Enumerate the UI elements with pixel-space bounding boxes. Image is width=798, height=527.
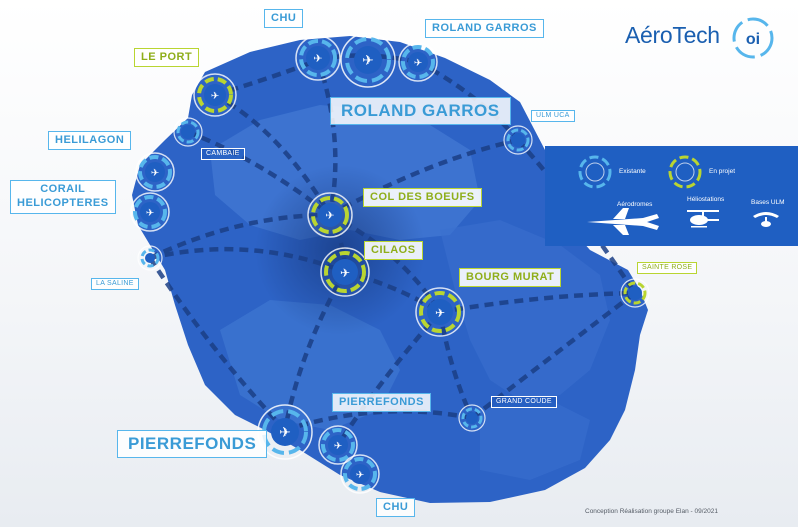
- relief-area: [480, 395, 590, 480]
- relief-area: [440, 220, 610, 400]
- helipad-le-port-project[interactable]: ✈: [193, 73, 237, 117]
- svg-text:✈: ✈: [435, 306, 445, 320]
- label-bourg-murat: BOURG MURAT: [459, 268, 562, 287]
- legend-panel: Existante En projet Aérodromes Héliostat…: [545, 146, 798, 246]
- label-chu-south: CHU: [376, 498, 416, 517]
- label-col-des-boeufs: COL DES BOEUFS: [363, 188, 482, 207]
- logo-mark-text: oi: [746, 31, 760, 48]
- legend-existing-label: Existante: [619, 168, 646, 175]
- label-corail-helicopteres: CORAIL HELICOPTERES: [10, 180, 116, 214]
- legend-heliports-label: Héliostations: [687, 196, 725, 203]
- aerodrome-roland-garros[interactable]: ✈: [340, 32, 396, 88]
- svg-text:✈: ✈: [414, 58, 422, 69]
- svg-text:✈: ✈: [362, 53, 374, 69]
- label-grand-coude: GRAND COUDE: [491, 396, 557, 409]
- svg-text:✈: ✈: [211, 91, 219, 102]
- legend-aerodromes-label: Aérodromes: [617, 201, 653, 208]
- label-ulm-uca: ULM UCA: [531, 110, 575, 123]
- helipad-chu-south[interactable]: ✈: [340, 454, 380, 494]
- ulm-base-uca[interactable]: [503, 125, 533, 155]
- helicopter-icon: [687, 210, 719, 228]
- legend-project-symbol: [668, 155, 702, 189]
- legend-project-label: En projet: [709, 168, 736, 175]
- svg-text:✈: ✈: [325, 209, 334, 222]
- cirque-shadow: [255, 165, 425, 335]
- label-roland-garros-small: ROLAND GARROS: [425, 19, 544, 38]
- legend-ulm-label: Bases ULM: [751, 199, 785, 206]
- helipad-corail-helicopteres[interactable]: ✈: [130, 192, 170, 232]
- logo-text: AéroTech: [625, 22, 720, 48]
- helipad-roland-garros[interactable]: ✈: [398, 42, 438, 82]
- helipad-chu-north[interactable]: ✈: [295, 35, 341, 81]
- ulm-icon: [753, 212, 779, 227]
- label-roland-garros-big: ROLAND GARROS: [330, 97, 511, 125]
- ulm-base-sainte-rose-project[interactable]: [620, 278, 650, 308]
- label-le-port: LE PORT: [134, 48, 200, 67]
- label-cambaie: CAMBAIE: [201, 148, 245, 161]
- helipad-bourg-murat-project[interactable]: ✈: [415, 287, 465, 337]
- svg-text:✈: ✈: [334, 441, 342, 452]
- helipad-helilagon[interactable]: ✈: [135, 152, 175, 192]
- label-la-saline: LA SALINE: [91, 278, 139, 291]
- helipad-cilaos-project[interactable]: ✈: [320, 247, 370, 297]
- svg-text:✈: ✈: [151, 168, 159, 179]
- helipad-cambaie[interactable]: [173, 117, 203, 147]
- ulm-base-la-saline[interactable]: [137, 245, 163, 271]
- label-corail-line1: CORAIL: [40, 183, 86, 195]
- label-sainte-rose: SAINTE ROSE: [637, 262, 698, 275]
- label-chu-north: CHU: [264, 9, 304, 28]
- label-corail-line2: HELICOPTERES: [17, 196, 109, 209]
- helipad-col-des-boeufs-project[interactable]: ✈: [307, 192, 353, 238]
- label-helilagon: HELILAGON: [48, 131, 132, 150]
- label-pierrefonds-small: PIERREFONDS: [332, 393, 431, 412]
- label-pierrefonds-big: PIERREFONDS: [117, 430, 268, 458]
- airplane-icon: [587, 208, 659, 235]
- aerotech-logo: AéroTech oi: [625, 16, 775, 60]
- svg-text:✈: ✈: [279, 425, 291, 441]
- ulm-base-grand-coude[interactable]: [458, 404, 486, 432]
- label-cilaos: CILAOS: [364, 241, 423, 260]
- svg-text:✈: ✈: [313, 52, 322, 65]
- logo-oi-mark: oi: [732, 17, 774, 59]
- credit-text: Conception Réalisation groupe Elan - 09/…: [585, 508, 718, 515]
- svg-text:✈: ✈: [340, 266, 350, 280]
- svg-text:✈: ✈: [356, 470, 364, 481]
- svg-text:✈: ✈: [146, 208, 154, 219]
- legend-existing-symbol: [578, 155, 612, 189]
- helipad-pierrefonds[interactable]: ✈: [318, 425, 358, 465]
